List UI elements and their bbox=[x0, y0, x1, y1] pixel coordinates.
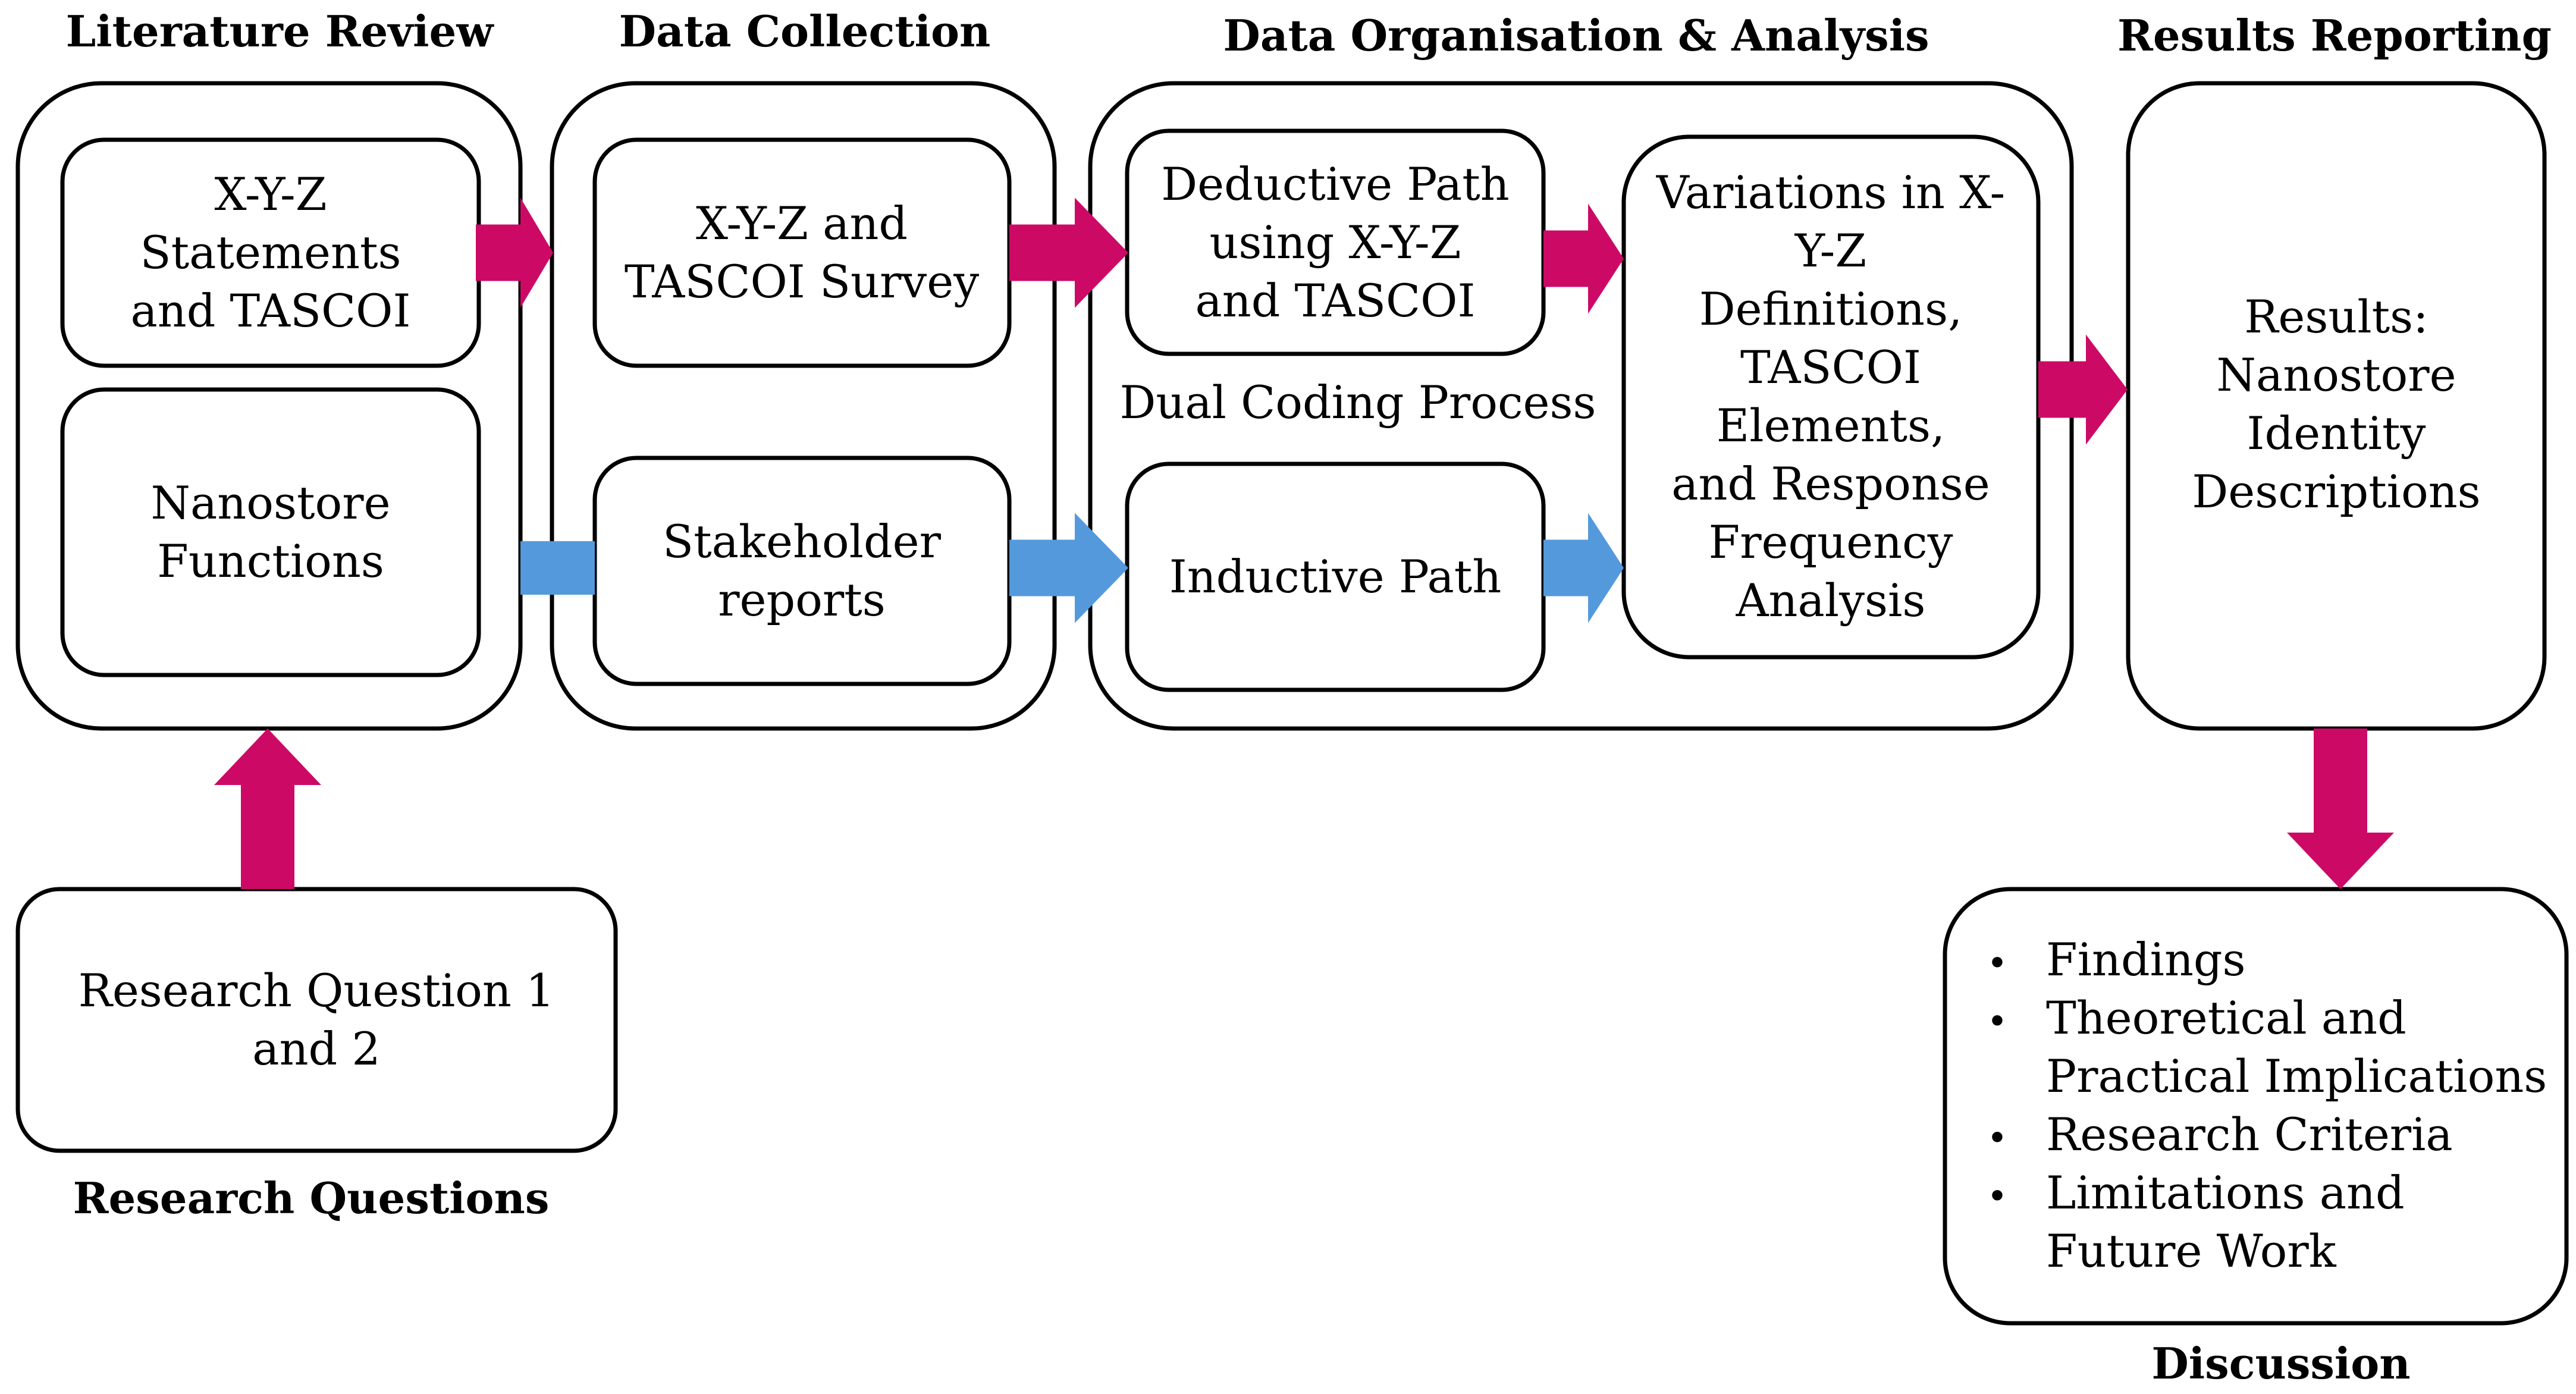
arrow-question-to-literature bbox=[214, 729, 321, 889]
variations-text-line: Elements, bbox=[1717, 399, 1945, 452]
heading-data-collection: Data Collection bbox=[619, 6, 991, 56]
heading-data-analysis: Data Organisation & Analysis bbox=[1223, 10, 1929, 61]
deductive-path-text-line: Deductive Path bbox=[1161, 158, 1510, 211]
arrow-survey-to-deductive bbox=[1009, 197, 1128, 308]
nanostore-functions-box bbox=[60, 387, 481, 677]
discussion-item-line: Theoretical and bbox=[2046, 991, 2406, 1044]
arrow-deductive-to-variations bbox=[1543, 203, 1624, 314]
heading-research-questions: Research Questions bbox=[73, 1173, 550, 1223]
xyz-statements-text-line: and TASCOI bbox=[130, 284, 410, 337]
heading-literature-review: Literature Review bbox=[66, 6, 495, 56]
discussion-item-line: Findings bbox=[2046, 933, 2246, 986]
discussion-item: Findings bbox=[2046, 933, 2246, 986]
bullet-marker: • bbox=[1987, 1117, 2007, 1159]
variations-text-line: Definitions, bbox=[1699, 282, 1963, 335]
arrow-variations-to-results bbox=[2038, 334, 2128, 445]
xyz-statements-text-line: X-Y-Z bbox=[214, 168, 327, 221]
deductive-path-text-line: and TASCOI bbox=[1195, 274, 1475, 327]
discussion-item-line: Practical Implications bbox=[2046, 1050, 2547, 1103]
inductive-path-text: Inductive Path bbox=[1169, 550, 1502, 603]
stakeholder-reports-text-line: reports bbox=[718, 573, 886, 626]
nanostore-functions-text-line: Nanostore bbox=[150, 476, 390, 529]
variations-text-line: Y-Z bbox=[1794, 224, 1866, 277]
inductive-path-text-line: Inductive Path bbox=[1169, 550, 1502, 603]
results-text-line: Identity bbox=[2247, 407, 2426, 460]
arrow-inductive-to-variations bbox=[1543, 513, 1624, 623]
variations-text-line: and Response bbox=[1671, 457, 1990, 510]
variations-text-line: Frequency bbox=[1708, 516, 1953, 569]
dual-coding-label: Dual Coding Process bbox=[1119, 376, 1596, 429]
arrow-statements-to-survey bbox=[476, 197, 553, 308]
discussion-item-line: Future Work bbox=[2046, 1225, 2337, 1277]
results-text-line: Nanostore bbox=[2216, 348, 2456, 401]
arrow-results-to-discussion bbox=[2287, 729, 2394, 889]
variations-text-line: TASCOI bbox=[1740, 341, 1921, 394]
bullet-marker: • bbox=[1987, 1176, 2007, 1217]
arrow-functions-to-stakeholder bbox=[520, 541, 595, 595]
arrows-layer bbox=[214, 197, 2394, 889]
bullet-marker: • bbox=[1987, 1001, 2007, 1043]
nanostore-functions-text-line: Functions bbox=[157, 535, 384, 588]
discussion-item-line: Limitations and bbox=[2046, 1166, 2405, 1219]
xyz-survey-box bbox=[592, 137, 1012, 368]
results-text-line: Results: bbox=[2244, 290, 2428, 343]
xyz-survey-text-line: TASCOI Survey bbox=[625, 255, 979, 308]
discussion-item-line: Research Criteria bbox=[2046, 1108, 2453, 1161]
variations-text-line: Variations in X- bbox=[1656, 166, 2005, 219]
discussion-item: Research Criteria bbox=[2046, 1108, 2453, 1161]
variations-text-line: Analysis bbox=[1736, 574, 1926, 627]
discussion-box bbox=[1943, 887, 2569, 1326]
heading-discussion: Discussion bbox=[2151, 1338, 2410, 1389]
arrow-stakeholder-to-inductive bbox=[1009, 513, 1128, 623]
research-question-text-line: and 2 bbox=[252, 1022, 380, 1075]
xyz-survey-text-line: X-Y-Z and bbox=[696, 197, 908, 250]
stakeholder-reports-box bbox=[592, 456, 1012, 686]
results-text-line: Descriptions bbox=[2192, 465, 2480, 518]
heading-results-reporting: Results Reporting bbox=[2117, 10, 2552, 61]
deductive-path-text-line: using X-Y-Z bbox=[1209, 216, 1461, 269]
research-question-text-line: Research Question 1 bbox=[79, 964, 555, 1017]
bullet-marker: • bbox=[1987, 943, 2007, 984]
results-box bbox=[2126, 81, 2547, 731]
xyz-statements-text-line: Statements bbox=[140, 226, 401, 279]
research-question-box bbox=[15, 887, 618, 1153]
stakeholder-reports-text-line: Stakeholder bbox=[663, 515, 942, 568]
